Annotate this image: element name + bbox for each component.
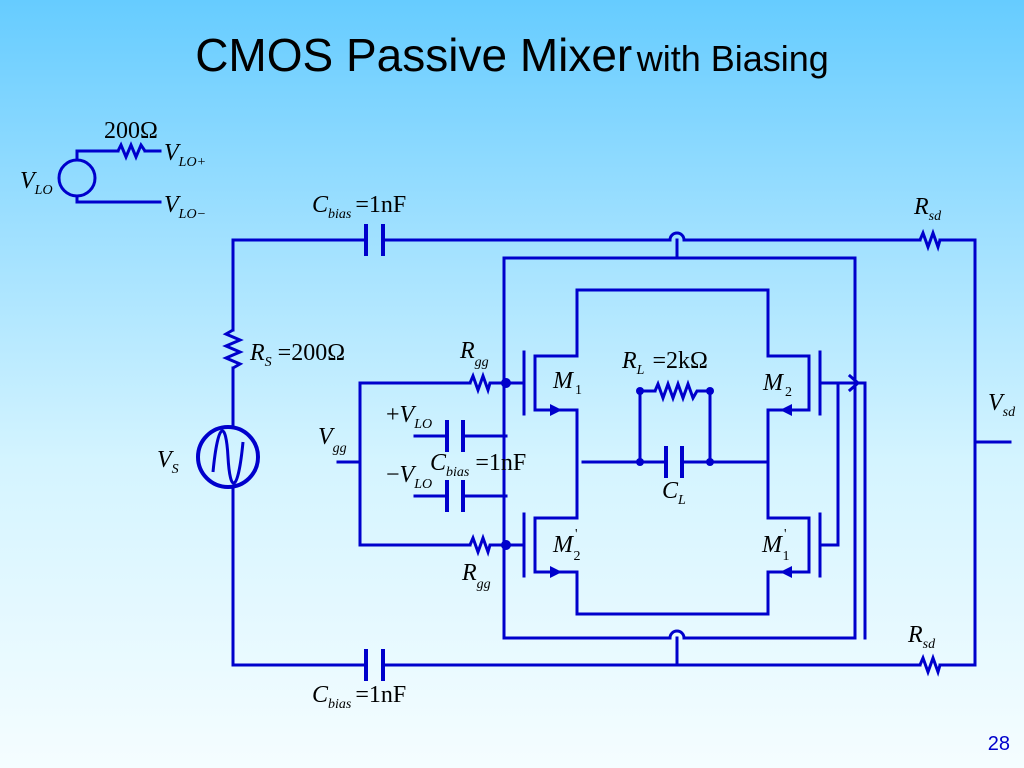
m2-prime-label: M'2 xyxy=(552,527,581,564)
cbias-bottom-label: Cbias=1nF xyxy=(312,682,406,712)
title-sub: with Biasing xyxy=(636,38,829,79)
rgg-top-label: Rgg xyxy=(459,338,489,370)
rgg-bottom-label: Rgg xyxy=(461,560,491,592)
vsd-label: Vsd xyxy=(988,390,1016,420)
wire-vgg xyxy=(358,381,472,547)
title-main: CMOS Passive Mixer xyxy=(195,29,633,81)
transistor-m1-prime xyxy=(766,506,840,586)
wire-inner-bottom xyxy=(502,629,857,640)
node-dot xyxy=(636,387,644,395)
wire-bottom-left xyxy=(231,486,367,667)
outer-wiring xyxy=(231,231,1012,667)
plus-vlo-label: +VLO xyxy=(386,402,432,432)
rs-label: RS=200Ω xyxy=(249,340,345,370)
lo-source-symbol xyxy=(57,158,97,198)
transistor-m1 xyxy=(504,318,579,420)
vs-source xyxy=(196,425,260,489)
transistor-m2 xyxy=(766,318,867,420)
node-dot xyxy=(501,378,511,388)
rsd-top-resistor xyxy=(918,228,942,252)
wire-lo-minus xyxy=(75,194,162,204)
cbias-lo-minus-capacitor xyxy=(445,480,465,512)
vs-label: VS xyxy=(157,447,179,477)
wire-rl xyxy=(638,389,712,464)
transistor-m2-prime xyxy=(504,506,579,586)
slide-title: CMOS Passive Mixer with Biasing xyxy=(0,28,1024,82)
wire-crossover xyxy=(847,373,861,393)
cbias-top-label: Cbias=1nF xyxy=(312,192,406,222)
wire-inner-top xyxy=(502,256,857,640)
rsd-bottom-resistor xyxy=(918,653,942,677)
rgg-top-resistor xyxy=(468,371,506,395)
rsd-bottom-label: Rsd xyxy=(907,622,936,652)
rgg-bottom-resistor xyxy=(468,533,506,557)
resistor-lo xyxy=(116,141,147,161)
wire-lo-top xyxy=(75,149,120,162)
wire-right-bus xyxy=(938,238,977,667)
minus-vlo-label: −VLO xyxy=(386,462,432,492)
r-lo-label: 200Ω xyxy=(104,118,158,144)
node-dot xyxy=(501,540,511,550)
cbias-bottom-capacitor xyxy=(364,649,385,681)
page-number: 28 xyxy=(987,733,1010,755)
v-lo-source-label: VLO xyxy=(20,168,53,198)
lo-source-block xyxy=(57,141,162,204)
vgg-label: Vgg xyxy=(318,424,347,456)
cl-label: CL xyxy=(662,478,686,508)
cl-capacitor xyxy=(664,446,684,478)
cbias-top-capacitor xyxy=(364,224,385,256)
wire-drain-stubs-top xyxy=(575,288,770,322)
cbias-lo-plus-capacitor xyxy=(445,420,465,452)
rl-resistor xyxy=(653,379,700,403)
rl-label: RL=2kΩ xyxy=(621,348,708,378)
v-lo-plus-label: VLO+ xyxy=(164,140,206,170)
v-lo-minus-label: VLO− xyxy=(164,192,206,222)
node-dot xyxy=(706,387,714,395)
inner-wiring xyxy=(502,238,857,667)
wire-stubs-bottom xyxy=(575,582,770,616)
rs-resistor xyxy=(222,328,244,370)
cbias-mid-label: Cbias=1nF xyxy=(430,450,526,480)
wire-top-mid xyxy=(382,231,922,242)
node-dot xyxy=(706,458,714,466)
rsd-top-label: Rsd xyxy=(913,194,942,224)
m1-prime-label: M'1 xyxy=(761,527,790,564)
node-dot xyxy=(636,458,644,466)
